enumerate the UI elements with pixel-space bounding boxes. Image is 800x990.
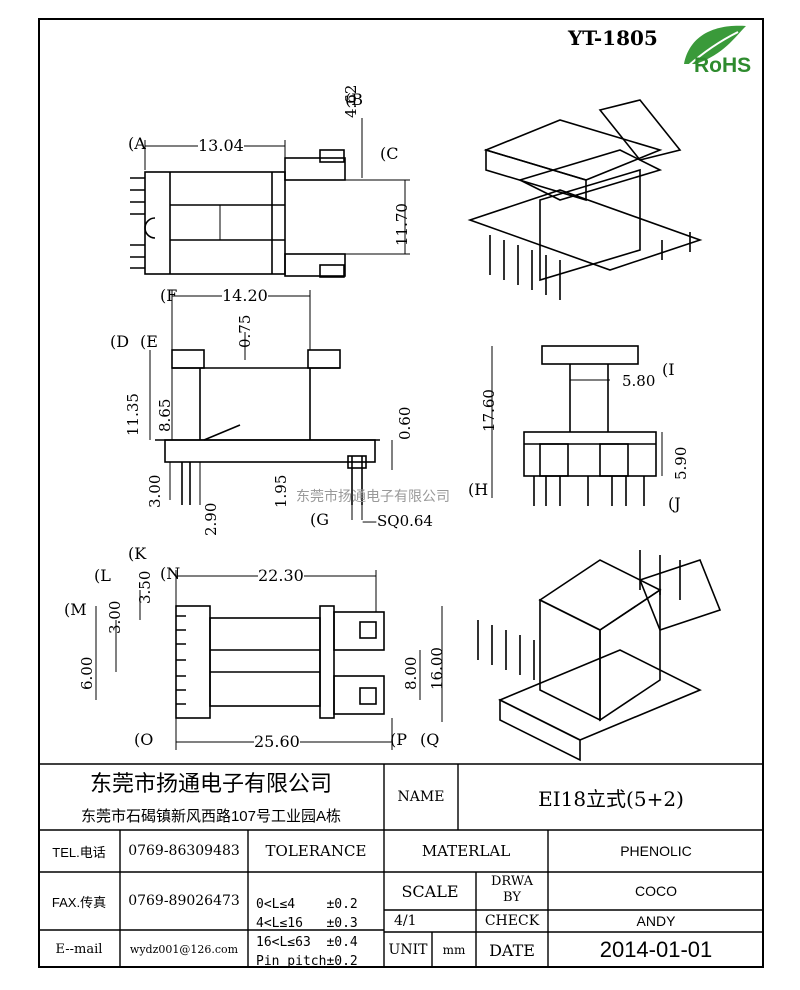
- drwa-label: DRWA BY: [476, 874, 548, 906]
- rohs-logo: RoHS: [676, 20, 764, 80]
- dim-pin-sq: —SQ0.64: [362, 512, 433, 530]
- dim-inner: 22.30: [258, 566, 304, 585]
- dim-k: 3.50: [136, 570, 154, 604]
- tol-row: Pin pitch±0.2: [256, 954, 358, 969]
- company-name: 东莞市扬通电子有限公司: [89, 771, 332, 796]
- tol-row: 4<L≤16 ±0.3: [256, 916, 358, 931]
- tol-row: 16<L≤63 ±0.4: [256, 935, 358, 950]
- rohs-text: RoHS: [694, 54, 752, 77]
- fax-label: FAX.传真: [51, 894, 107, 910]
- scale-value: 4/1: [394, 913, 417, 929]
- tol-row: 0<L≤4 ±0.2: [256, 897, 358, 912]
- isometric-view-bottom: [477, 550, 722, 762]
- label-B: (B: [345, 90, 364, 109]
- side-view: [523, 345, 657, 506]
- dim-pin-len: 3.00: [146, 474, 164, 508]
- label-L: (L: [94, 566, 111, 585]
- unit-value: mm: [442, 943, 466, 957]
- bottom-view: [175, 605, 385, 719]
- top-view: [130, 149, 346, 278]
- material-value: PHENOLIC: [620, 843, 692, 859]
- name-value: EI18立式(5+2): [538, 786, 684, 811]
- leaf-icon: [684, 25, 746, 67]
- date-label: DATE: [489, 940, 535, 960]
- dim-pin-off: 2.90: [202, 502, 220, 536]
- dim-h1: 11.35: [124, 393, 142, 436]
- label-D: (D: [110, 332, 130, 351]
- label-K: (K: [128, 544, 147, 563]
- tel-label: TEL.电话: [52, 844, 106, 860]
- dim-side-slot: 5.80: [622, 372, 656, 390]
- dim-side-pin: 5.90: [672, 446, 690, 480]
- label-E: (E: [140, 332, 158, 351]
- fax-value: 0769-89026473: [128, 893, 240, 909]
- label-I: (I: [662, 360, 675, 379]
- dim-h2: 8.65: [156, 398, 174, 432]
- label-F: (F: [160, 286, 178, 305]
- label-Q: (Q: [420, 730, 440, 749]
- dim-top: 4.62: [342, 84, 360, 118]
- material-label: MATERLAL: [421, 842, 511, 860]
- email-value: wydz001@126.com: [129, 942, 239, 956]
- dim-pin-gap: 1.95: [272, 474, 290, 508]
- dim-height: 11.70: [393, 203, 411, 246]
- unit-label: UNIT: [388, 942, 428, 958]
- label-G: (G: [310, 510, 330, 529]
- label-N: (N: [160, 564, 181, 583]
- dim-width2: 14.20: [222, 286, 268, 305]
- name-label: NAME: [397, 789, 445, 805]
- dim-m: 6.00: [78, 656, 96, 690]
- label-O: (O: [134, 730, 154, 749]
- check-label: CHECK: [484, 913, 540, 929]
- email-label: E--mail: [55, 941, 103, 957]
- label-J: (J: [668, 494, 681, 513]
- label-C: (C: [380, 144, 399, 163]
- label-M: (M: [64, 600, 87, 619]
- drwa-value: COCO: [635, 883, 677, 899]
- dim-width: 13.04: [198, 136, 244, 155]
- dim-h-out: 16.00: [428, 647, 446, 690]
- title-block-grid: [38, 763, 764, 968]
- dim-l: 3.00: [106, 600, 124, 634]
- front-view: [155, 349, 380, 505]
- dim-base: 0.60: [396, 406, 414, 440]
- date-value: 2014-01-01: [599, 937, 713, 962]
- part-code: YT-1805: [568, 26, 658, 50]
- company-address: 东莞市石碣镇新风西路107号工业园A栋: [80, 807, 342, 825]
- scale-label: SCALE: [401, 881, 459, 901]
- isometric-view-top: [467, 99, 703, 300]
- label-H: (H: [468, 480, 489, 499]
- watermark: 东莞市扬通电子有限公司: [296, 488, 450, 504]
- check-value: ANDY: [636, 913, 676, 929]
- tolerance-label: TOLERANCE: [265, 842, 367, 860]
- label-P: (P: [390, 730, 408, 749]
- dim-outer: 25.60: [254, 732, 300, 751]
- drwa-label-2: BY: [503, 890, 521, 905]
- dim-h-in: 8.00: [402, 656, 420, 690]
- label-A: (A: [128, 134, 146, 153]
- tel-value: 0769-86309483: [128, 843, 240, 859]
- dim-flange: 0.75: [236, 314, 254, 348]
- dim-side-height: 17.60: [480, 389, 498, 432]
- drawing-frame: [38, 18, 764, 968]
- drwa-label-1: DRWA: [490, 874, 534, 889]
